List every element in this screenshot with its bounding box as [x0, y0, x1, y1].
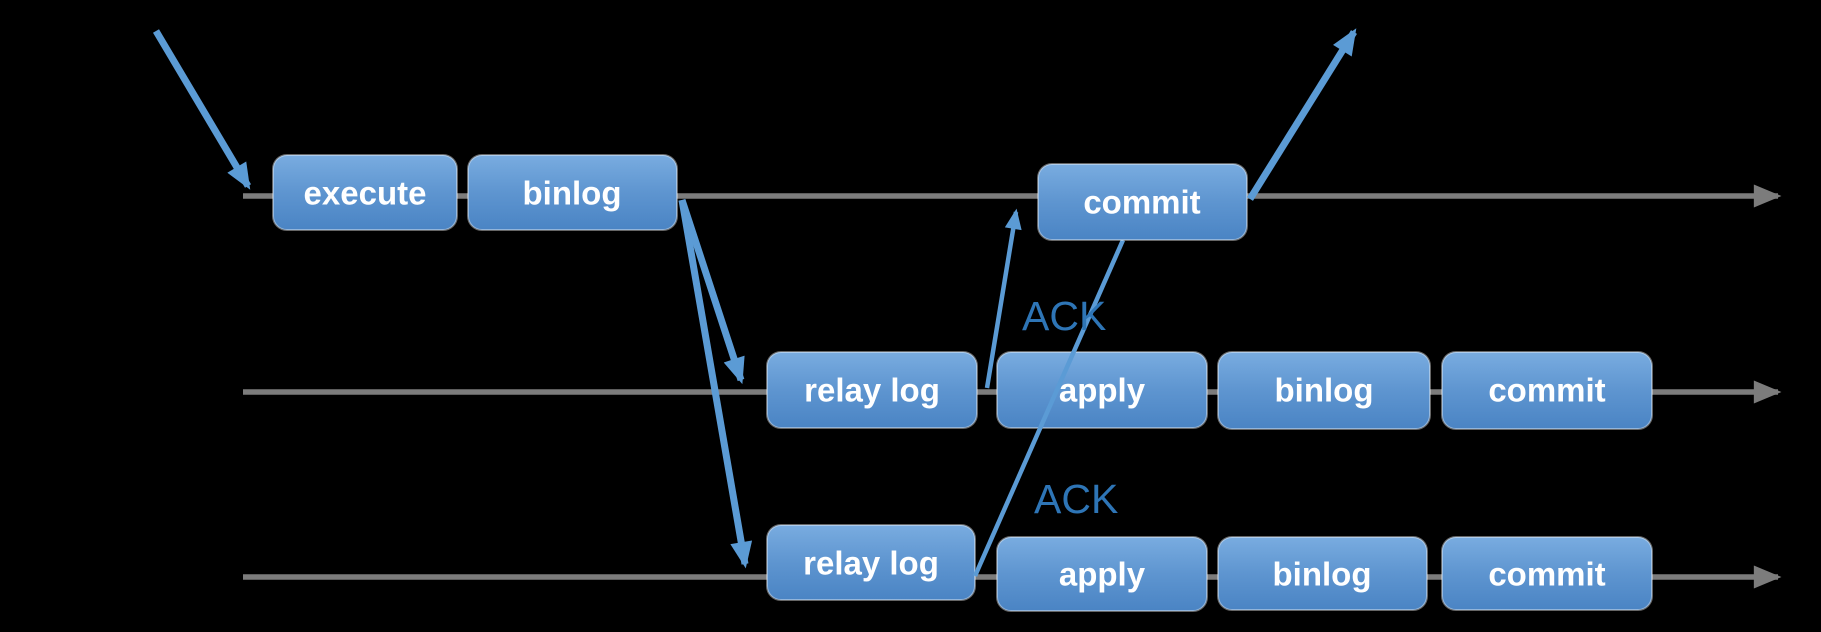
box-shape: [996, 536, 1208, 612]
box-shape: [766, 524, 976, 601]
ack-arrow-replica1-to-master: [984, 208, 1022, 389]
box-row3-commit: commit: [1441, 536, 1653, 611]
box-label: binlog: [1275, 372, 1374, 409]
box-row3-apply: apply: [996, 536, 1208, 612]
box-row1-binlog: binlog: [467, 154, 678, 231]
ack-arrow-replica2-to-commit: [972, 239, 1126, 577]
box-shape: [766, 351, 978, 429]
box-label: apply: [1059, 556, 1146, 593]
box-shape: [1217, 351, 1431, 430]
box-label: binlog: [523, 175, 622, 212]
box-shape: [1217, 536, 1428, 611]
box-shape: [1037, 163, 1248, 241]
box-label: commit: [1488, 556, 1605, 593]
box-shape: [467, 154, 678, 231]
box-shape: [1441, 351, 1653, 430]
box-row1-commit: commit: [1037, 163, 1248, 241]
box-shape: [272, 154, 458, 231]
box-row2-apply: apply: [996, 351, 1208, 429]
box-label: binlog: [1273, 556, 1372, 593]
box-label: commit: [1488, 372, 1605, 409]
box-row1-execute: execute: [272, 154, 458, 231]
binlog-to-relay2-arrow: [678, 199, 753, 569]
box-row3-relay-log: relay log: [766, 524, 976, 601]
box-label: commit: [1083, 184, 1200, 221]
box-label: relay log: [804, 372, 940, 409]
box-row2-commit: commit: [1441, 351, 1653, 430]
ack-label-2: ACK: [1034, 476, 1118, 522]
box-row3-binlog: binlog: [1217, 536, 1428, 611]
box-row2-binlog: binlog: [1217, 351, 1431, 430]
box-row2-relay-log: relay log: [766, 351, 978, 429]
box-shape: [1441, 536, 1653, 611]
client-request-arrow: [152, 29, 252, 190]
ack-label-1: ACK: [1022, 293, 1106, 339]
commit-response-arrow: [1247, 28, 1357, 201]
binlog-to-relay1-arrow: [678, 198, 745, 385]
box-label: execute: [304, 175, 427, 212]
box-label: apply: [1059, 372, 1146, 409]
box-label: relay log: [803, 545, 939, 582]
